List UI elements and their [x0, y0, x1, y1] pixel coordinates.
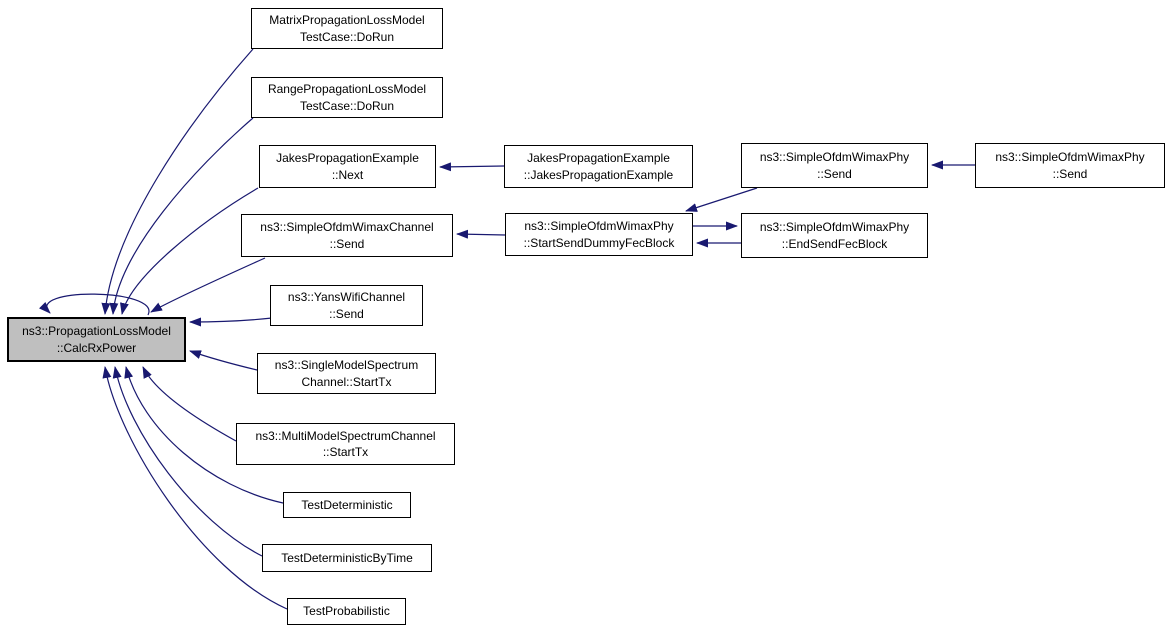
node-single-spectrum-starttx[interactable]: ns3::SingleModelSpectrum Channel::StartT… [257, 353, 436, 394]
node-multi-spectrum-starttx[interactable]: ns3::MultiModelSpectrumChannel ::StartTx [236, 423, 455, 465]
node-matrix-dorun[interactable]: MatrixPropagationLossModel TestCase::DoR… [251, 8, 443, 49]
node-calc-rx-power: ns3::PropagationLossModel ::CalcRxPower [7, 317, 186, 362]
node-start-send-dummy-fec[interactable]: ns3::SimpleOfdmWimaxPhy ::StartSendDummy… [505, 213, 693, 256]
edge-start-send-dummy-to-wimax-channel-send [456, 229, 506, 239]
node-test-deterministic[interactable]: TestDeterministic [283, 492, 411, 518]
edge-calc-rx-power-self-loop [39, 293, 150, 316]
edge-single-spectrum-to-calc-rx-power [189, 350, 258, 371]
node-jakes-ctor[interactable]: JakesPropagationExample ::JakesPropagati… [504, 145, 693, 188]
node-end-send-fec-block[interactable]: ns3::SimpleOfdmWimaxPhy ::EndSendFecBloc… [741, 213, 928, 258]
node-test-probabilistic[interactable]: TestProbabilistic [287, 598, 406, 625]
node-wimax-phy-send-a[interactable]: ns3::SimpleOfdmWimaxPhy ::Send [741, 143, 928, 188]
edge-yans-wifi-send-to-calc-rx-power [189, 317, 273, 327]
node-wimax-channel-send[interactable]: ns3::SimpleOfdmWimaxChannel ::Send [241, 214, 453, 257]
node-test-deterministic-by-time[interactable]: TestDeterministicByTime [262, 544, 432, 572]
edge-test-probabilistic-to-calc-rx-power [102, 366, 288, 610]
node-range-dorun[interactable]: RangePropagationLossModel TestCase::DoRu… [251, 77, 443, 118]
node-jakes-next[interactable]: JakesPropagationExample ::Next [259, 145, 436, 188]
node-wimax-phy-send-b[interactable]: ns3::SimpleOfdmWimaxPhy ::Send [975, 143, 1165, 188]
edge-wimax-channel-send-to-calc-rx-power [150, 257, 266, 313]
edge-range-dorun-to-calc-rx-power [109, 117, 254, 315]
node-yans-wifi-send[interactable]: ns3::YansWifiChannel ::Send [270, 285, 423, 326]
edge-jakes-ctor-to-jakes-next [439, 162, 505, 172]
edge-wimax-phy-send-a-to-start-send-dummy [685, 187, 758, 212]
edge-jakes-next-to-calc-rx-power [120, 187, 259, 315]
edge-multi-spectrum-to-calc-rx-power [142, 366, 237, 442]
edge-matrix-dorun-to-calc-rx-power [101, 48, 254, 315]
edge-test-deterministic-time-to-calc-rx-power [112, 366, 263, 557]
edge-test-deterministic-to-calc-rx-power [124, 366, 284, 504]
